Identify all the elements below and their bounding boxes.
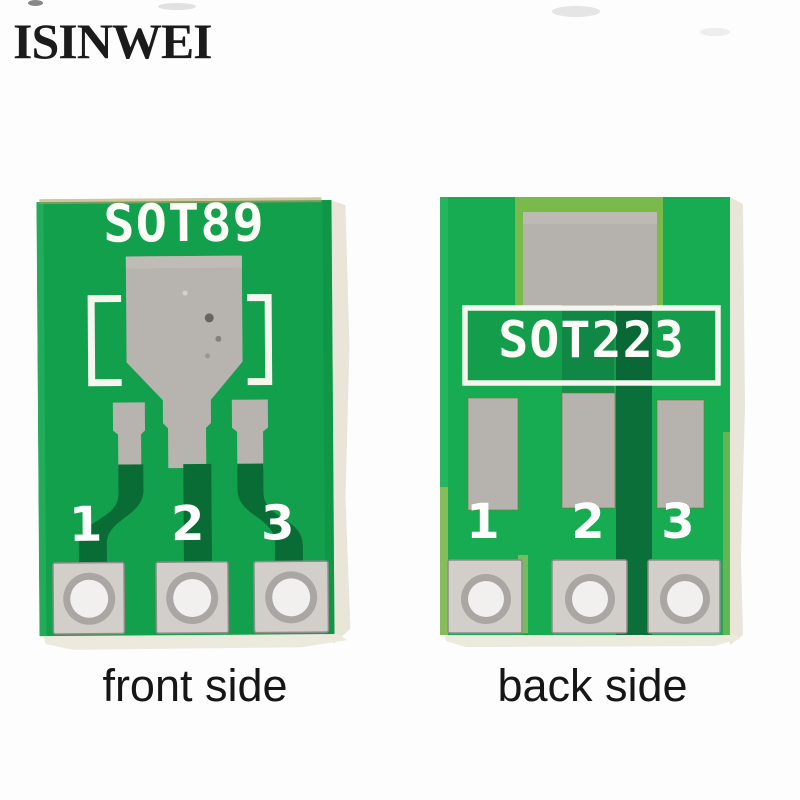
pcb-back-board: SOT223 1 2 3 — [440, 197, 745, 652]
pin-label-1: 1 — [68, 496, 103, 553]
pin-label-3: 3 — [260, 495, 295, 552]
photo-smudge — [552, 6, 600, 17]
photo-smudge — [700, 28, 730, 36]
pcb-front-board: SOT89 1 2 3 — [36, 193, 353, 653]
pcb-front-graphics — [36, 197, 351, 650]
pcb-back-graphics — [440, 197, 745, 647]
pin-label-3: 3 — [661, 494, 695, 550]
front-side-caption: front side — [102, 660, 288, 711]
pin-label-2: 2 — [571, 494, 605, 550]
photo-smudge — [158, 3, 196, 10]
photo-smudge — [28, 0, 43, 6]
brand-watermark: ISINWEI — [13, 13, 213, 69]
pin-label-2: 2 — [170, 495, 205, 553]
back-side-caption: back side — [497, 660, 688, 711]
silkscreen-label-sot89: SOT89 — [103, 193, 266, 255]
silkscreen-label-sot223: SOT223 — [498, 311, 685, 369]
pin-label-1: 1 — [466, 494, 500, 550]
